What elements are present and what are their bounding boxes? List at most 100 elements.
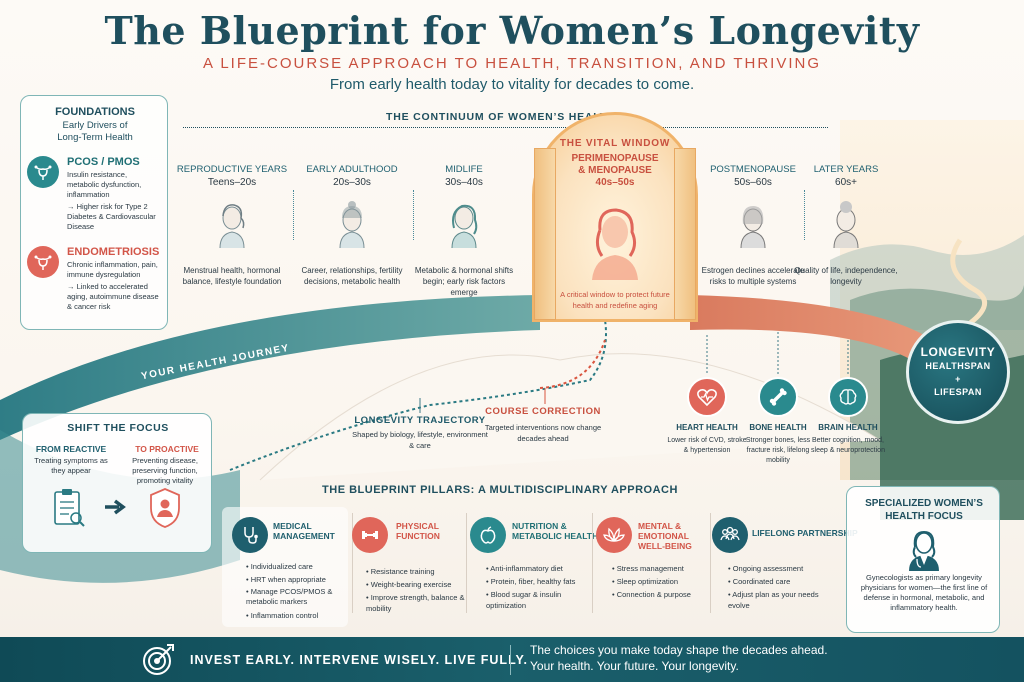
longevity-healthspan: HEALTHSPAN [925,361,991,371]
list-item: HRT when appropriate [246,573,346,586]
door-right [674,148,696,320]
list-item: Inflammation control [246,609,346,622]
target-icon [143,644,174,675]
woman-portrait-icon [451,204,478,248]
pillar-nutrition-title: NUTRITION & METABOLIC HEALTH [512,521,598,541]
list-item: Improve strength, balance & mobility [366,592,466,614]
shield-person-icon [150,488,180,528]
list-item: Protein, fiber, healthy fats [486,575,594,588]
pillar-divider [466,513,467,613]
pillar-medical-list: Individualized care HRT when appropriate… [246,560,346,622]
brain-health-title: BRAIN HEALTH [818,423,878,432]
woman-portrait-icon [592,208,638,280]
stage-postmenopause-desc: Estrogen declines accelerate risks to mu… [701,266,805,286]
stage-reproductive-name: REPRODUCTIVE YEARS [176,164,288,175]
pillar-mental-title-line2: EMOTIONAL WELL-BEING [638,531,692,551]
lotus-icon [596,517,632,553]
pillar-nutrition-title-line1: NUTRITION & [512,521,567,531]
endometriosis-risk: → Linked to accelerated aging, autoimmun… [67,282,159,311]
list-item: Coordinated care [728,575,828,588]
trajectory-title: LONGEVITY TRAJECTORY [354,415,486,426]
foundations-subtitle-line1: Early Drivers of [62,120,128,131]
doctor-icon [909,530,939,571]
stage-reproductive-desc: Menstrual health, hormonal balance, life… [182,266,282,286]
pillar-physical-title: PHYSICAL FUNCTION [396,521,440,541]
vital-stage-age: 40s–50s [595,177,635,188]
endometriosis-description: Chronic inflammation, pain, immune dysre… [67,260,158,279]
pillar-nutrition-list: Anti-inflammatory diet Protein, fiber, h… [486,562,594,611]
longevity-title: LONGEVITY [920,345,996,359]
continuum-dotted-line [183,127,828,128]
heart-health-desc: Lower risk of CVD, stroke & hypertension [667,437,747,454]
continuum-label: THE CONTINUUM OF WOMEN’S HEALTH [380,111,622,123]
footer-motto: INVEST EARLY. INTERVENE WISELY. LIVE FUL… [190,653,528,667]
pillar-mental-title-line1: MENTAL & [638,521,682,531]
stage-midlife-desc: Metabolic & hormonal shifts begin; early… [414,266,514,297]
longevity-lifespan: LIFESPAN [934,387,982,397]
stage-early-adulthood-name: EARLY ADULTHOOD [306,164,398,175]
foundations-subtitle-line2: Long-Term Health [57,132,133,143]
pillar-mental-list: Stress management Sleep optimization Con… [612,562,712,601]
footer-divider [510,645,511,675]
pillar-divider [710,513,711,613]
woman-portrait-icon [339,201,365,248]
list-item: Connection & purpose [612,588,712,601]
footer-message: The choices you make today shape the dec… [530,642,828,674]
clipboard-icon [54,489,85,527]
foundations-title: FOUNDATIONS [55,106,135,118]
to-proactive-desc: Preventing disease, preserving function,… [132,456,198,485]
longevity-plus: + [955,374,961,384]
pillar-nutrition-title-line2: METABOLIC HEALTH [512,531,599,541]
pcos-risk: → Higher risk for Type 2 Diabetes & Card… [67,202,156,231]
stage-midlife-name: MIDLIFE [445,164,483,175]
woman-portrait-icon [833,201,859,248]
list-item: Ongoing assessment [728,562,828,575]
vital-window-desc: A critical window to protect future heal… [560,290,670,310]
brain-icon [828,377,868,417]
vital-window-title: THE VITAL WINDOW [559,138,671,149]
stage-reproductive-age: Teens–20s [207,177,257,188]
woman-portrait-icon [219,204,245,248]
stage-midlife-age: 30s–40s [445,177,483,188]
specialized-title-line1: SPECIALIZED WOMEN’S [865,498,983,509]
pillar-medical-title-line2: MANAGEMENT [273,531,335,541]
stage-later-years-desc: Quality of life, independence, longevity [794,266,898,286]
stage-postmenopause-age: 50s–60s [734,177,772,188]
people-icon [712,517,748,553]
course-correction-desc: Targeted interventions now change decade… [484,423,602,443]
foundations-subtitle: Early Drivers of Long-Term Health [21,120,169,144]
vital-stage-line2: & MENOPAUSE [578,165,652,176]
footer-message-line1: The choices you make today shape the dec… [530,643,828,657]
stage-divider [413,190,414,240]
pillar-medical-title: MEDICAL MANAGEMENT [273,521,335,541]
bone-icon [758,377,798,417]
specialized-desc: Gynecologists as primary longevity physi… [860,573,988,612]
footer-message-line2: Your health. Your future. Your longevity… [530,659,739,673]
pillar-divider [352,513,353,613]
course-correction-title: COURSE CORRECTION [485,406,601,417]
uterus-icon [27,246,59,278]
pillar-partnership-title: LIFELONG PARTNERSHIP [752,528,858,538]
door-left [534,148,556,320]
list-item: Adjust plan as your needs evolve [728,589,828,611]
pillar-physical-title-line1: PHYSICAL [396,521,439,531]
list-item: Sleep optimization [612,575,712,588]
page-title: The Blueprint for Women’s Longevity [104,8,920,53]
stage-divider [804,190,805,240]
list-item: Stress management [612,562,712,575]
heart-icon [687,377,727,417]
list-item: Manage PCOS/PMOS & metabolic markers [246,587,346,607]
pcos-title: PCOS / PMOS [67,156,140,168]
to-proactive-title: TO PROACTIVE [135,444,199,454]
pillar-physical-title-line2: FUNCTION [396,531,440,541]
pcos-description: Insulin resistance, metabolic dysfunctio… [67,170,142,199]
from-reactive-title: FROM REACTIVE [35,444,107,454]
stage-divider [293,190,294,240]
pillars-title: THE BLUEPRINT PILLARS: A MULTIDISCIPLINA… [322,484,678,496]
shift-focus-title: SHIFT THE FOCUS [67,422,169,434]
vital-stage-line1: PERIMENOPAUSE [571,153,659,164]
pillar-physical-list: Resistance training Weight-bearing exerc… [366,565,466,614]
from-reactive-desc: Treating symptoms as they appear [34,456,108,475]
arrow-right-icon [105,499,126,515]
list-item: Weight-bearing exercise [366,578,466,591]
